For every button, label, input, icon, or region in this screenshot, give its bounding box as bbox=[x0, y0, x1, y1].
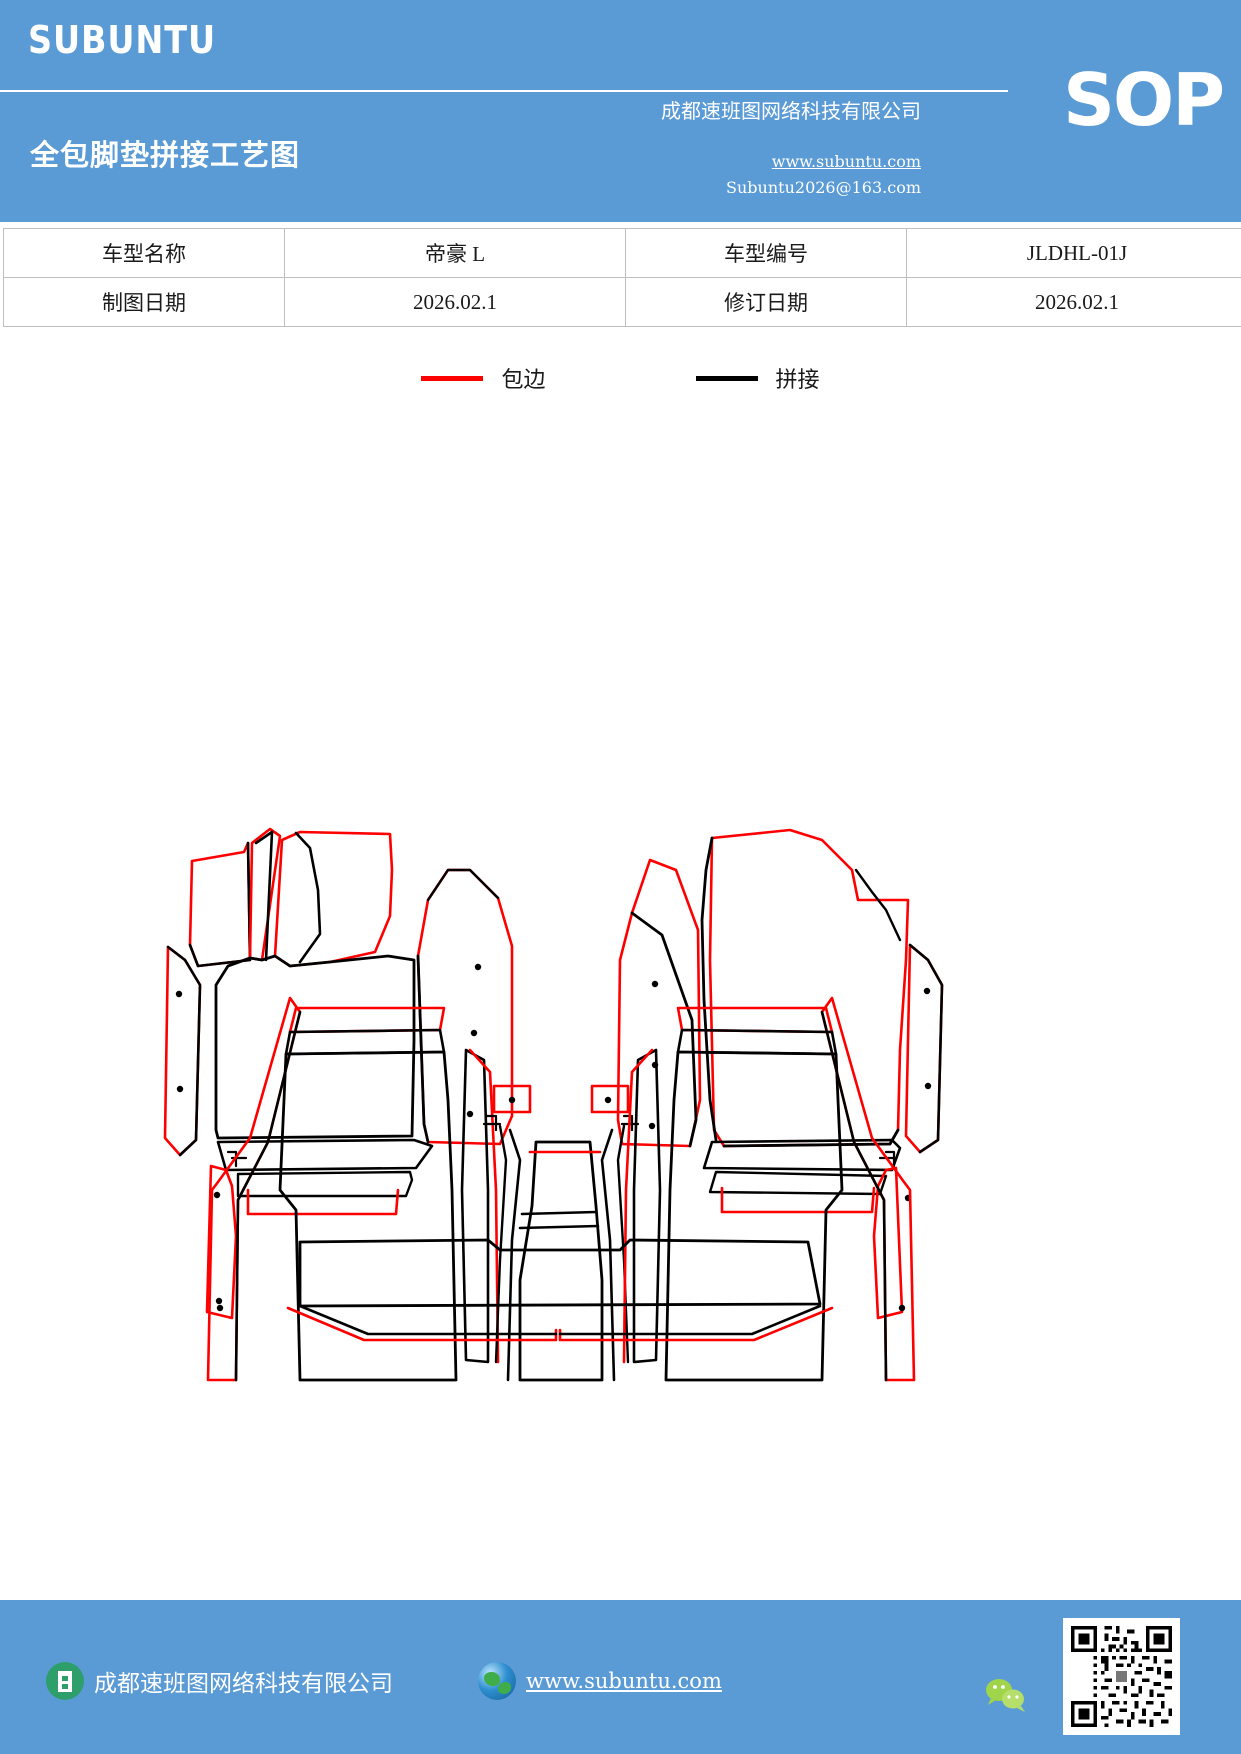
legend: 包边 拼接 bbox=[0, 362, 1241, 394]
header-email: Subuntu2026@163.com bbox=[726, 178, 921, 197]
rear-center-left-wing bbox=[506, 1128, 522, 1382]
front-right-lower-strip bbox=[708, 1170, 888, 1196]
front-right-main-splice-left bbox=[700, 836, 718, 1142]
upper-left-panel-binding bbox=[188, 841, 252, 968]
legend-swatch-red-icon bbox=[421, 375, 484, 381]
front-right-lower-panel-binding bbox=[720, 1186, 876, 1214]
fastener-hole bbox=[651, 980, 659, 988]
header-website-link[interactable]: www.subuntu.com bbox=[771, 152, 921, 171]
header-company-name: 成都速班图网络科技有限公司 bbox=[661, 101, 921, 123]
rear-left-center-tab bbox=[492, 1084, 532, 1114]
page-title: 全包脚垫拼接工艺图 bbox=[30, 138, 301, 172]
fastener-hole bbox=[175, 990, 183, 998]
value-revision-date: 2026.02.1 bbox=[906, 277, 1241, 327]
qr-code bbox=[1063, 1618, 1180, 1735]
rear-bottom-cross-splice bbox=[298, 1304, 822, 1336]
fastener-hole bbox=[215, 1297, 223, 1305]
rear-center-right-wing-inner bbox=[616, 1124, 630, 1364]
fastener-hole bbox=[604, 1096, 612, 1104]
brand-logo: SUBUNTU bbox=[28, 18, 216, 62]
fastener-hole bbox=[466, 1110, 474, 1118]
rear-right-side-splice bbox=[820, 1010, 888, 1382]
rear-center-tunnel bbox=[518, 1140, 604, 1382]
page-header: SUBUNTU 成都速班图网络科技有限公司 SOP 全包脚垫拼接工艺图 www.… bbox=[0, 0, 1241, 222]
front-right-connector-bar bbox=[702, 1138, 902, 1172]
left-side-strip-splice bbox=[166, 945, 202, 1157]
rear-center-right-wing bbox=[600, 1128, 616, 1382]
footer-website-link[interactable]: www.subuntu.com bbox=[526, 1669, 722, 1693]
front-right-main-splice-notch bbox=[854, 868, 902, 942]
fastener-hole bbox=[470, 1029, 478, 1037]
rear-center-tunnel-seam bbox=[518, 1210, 600, 1230]
front-left-main-mat bbox=[214, 954, 416, 1140]
fastener-hole bbox=[213, 1191, 221, 1199]
globe-icon bbox=[478, 1662, 516, 1700]
rear-center-left-wing-inner bbox=[494, 1124, 508, 1364]
rear-left-inner-strip bbox=[460, 1048, 490, 1364]
fastener-hole bbox=[508, 1096, 516, 1104]
rear-right-inner-strip-binding bbox=[622, 1048, 654, 1364]
vehicle-info-table: 车型名称 帝豪 L 车型编号 JLDHL-01J 制图日期 2026.02.1 … bbox=[3, 228, 1241, 327]
legend-label-binding: 包边 bbox=[501, 367, 546, 392]
front-right-main-binding bbox=[708, 828, 910, 1148]
value-draw-date: 2026.02.1 bbox=[284, 277, 626, 327]
fastener-hole bbox=[176, 1085, 184, 1093]
legend-item-splice: 拼接 bbox=[695, 362, 820, 394]
rear-right-center-tab bbox=[590, 1084, 630, 1114]
front-right-tab-binding bbox=[872, 1166, 904, 1320]
fastener-hole bbox=[924, 1082, 932, 1090]
front-left-toe-panel-edge bbox=[426, 868, 500, 902]
table-row: 车型名称 帝豪 L 车型编号 JLDHL-01J bbox=[3, 228, 1241, 278]
fastener-hole bbox=[216, 1304, 224, 1312]
upper-left-panel-splice bbox=[188, 841, 252, 968]
front-left-mat-assembly bbox=[163, 827, 514, 1320]
rear-left-inner-strip-binding bbox=[468, 1048, 500, 1364]
fastener-hole bbox=[474, 963, 482, 971]
rear-right-top-binding bbox=[676, 1006, 834, 1034]
front-left-lower-strip bbox=[236, 1170, 414, 1198]
building-icon bbox=[46, 1662, 84, 1700]
legend-item-binding: 包边 bbox=[421, 362, 546, 394]
footer-website[interactable]: www.subuntu.com bbox=[478, 1662, 722, 1700]
rear-left-main-mat bbox=[278, 1050, 458, 1382]
table-row: 制图日期 2026.02.1 修订日期 2026.02.1 bbox=[3, 277, 1241, 327]
footer-company-name: 成都速班图网络科技有限公司 bbox=[94, 1671, 393, 1696]
front-right-left-panel-splice bbox=[630, 911, 698, 1148]
rear-right-main-mat bbox=[664, 1050, 844, 1382]
rear-right-inner-strip bbox=[632, 1048, 662, 1364]
value-model-name: 帝豪 L bbox=[284, 228, 626, 278]
rear-mat-assembly bbox=[206, 996, 916, 1382]
sop-badge: SOP bbox=[1063, 58, 1225, 142]
legend-swatch-black-icon bbox=[695, 375, 758, 381]
rear-left-notch-mark bbox=[482, 1114, 502, 1132]
fastener-hole bbox=[898, 1304, 906, 1312]
label-revision-date: 修订日期 bbox=[625, 277, 907, 327]
technical-drawing bbox=[0, 400, 1241, 1400]
fastener-hole bbox=[648, 1122, 656, 1130]
front-left-upper-body-binding bbox=[273, 830, 394, 968]
front-left-upper-body-splice bbox=[294, 831, 322, 964]
front-left-lower-panel-binding bbox=[246, 1188, 400, 1216]
label-model-code: 车型编号 bbox=[625, 228, 907, 278]
page-footer: 成都速班图网络科技有限公司 www.subuntu.com bbox=[0, 1600, 1241, 1754]
label-draw-date: 制图日期 bbox=[3, 277, 285, 327]
front-left-toe-panel-splice bbox=[416, 954, 430, 1144]
upper-wedge-binding bbox=[248, 827, 282, 962]
fastener-hole bbox=[923, 987, 931, 995]
front-left-connector-bar bbox=[216, 1138, 434, 1172]
header-divider bbox=[0, 90, 1008, 92]
mat-pattern-svg bbox=[163, 827, 944, 1382]
rear-right-top-splice bbox=[676, 1028, 838, 1056]
label-model-name: 车型名称 bbox=[3, 228, 285, 278]
value-model-code: JLDHL-01J bbox=[906, 228, 1241, 278]
front-right-main-bottom bbox=[722, 1128, 900, 1148]
rear-bottom-cross-upper bbox=[298, 1238, 822, 1308]
footer-company: 成都速班图网络科技有限公司 bbox=[46, 1662, 393, 1700]
upper-wedge-splice bbox=[254, 830, 274, 962]
right-side-strip-splice bbox=[908, 943, 944, 1154]
legend-label-splice: 拼接 bbox=[775, 367, 820, 392]
wechat-icon bbox=[986, 1679, 1025, 1712]
front-right-mat-assembly bbox=[616, 828, 944, 1320]
